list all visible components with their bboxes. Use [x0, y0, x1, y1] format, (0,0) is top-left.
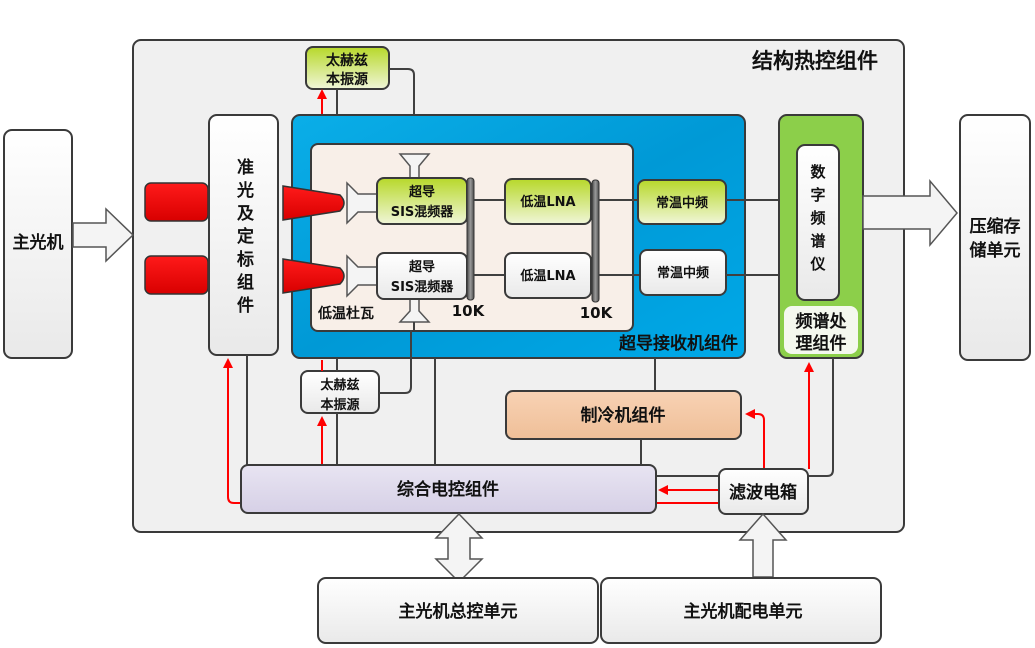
structure-thermal-title: 结构热控组件: [752, 49, 878, 73]
integrated-control-label: 综合电控组件: [397, 479, 499, 500]
storage-line2: 储单元: [970, 240, 1021, 261]
lna-top-label: 低温LNA: [519, 194, 575, 210]
spectrometer-char-3: 谱: [810, 232, 825, 250]
stage-10k-label-1: 10K: [452, 302, 486, 320]
if-stage-top-label: 常温中频: [656, 195, 708, 211]
sis-mixer-top-line1: 超导: [409, 184, 435, 200]
spectrometer-char-2: 频: [810, 209, 825, 227]
integrated-control-assembly[interactable]: [240, 464, 657, 514]
cryocooler-label: 制冷机组件: [581, 405, 666, 426]
power-filter-cryocooler: [745, 409, 765, 469]
if-stage-bottom-label: 常温中频: [657, 265, 709, 281]
dewar-label: 低温杜瓦: [317, 305, 374, 322]
if-stage-top[interactable]: [637, 179, 727, 225]
sc-receiver-label: 超导接收机组件: [619, 333, 738, 354]
horn-bottom: [282, 258, 345, 294]
spectrum-label-bg: [784, 306, 858, 354]
lna-bottom-label: 低温LNA: [519, 268, 575, 284]
collimation-label: 准光及定标组件: [233, 157, 253, 319]
feed-block-top: [144, 182, 209, 222]
sis-mixer-top-line2: SIS混频器: [391, 204, 455, 220]
input-arrow: [72, 207, 135, 263]
stage-10k-bar-2: [591, 179, 600, 303]
wire-spectrum-filter: [808, 358, 834, 477]
master-control-label: 主光机总控单元: [399, 601, 518, 622]
if-stage-bottom[interactable]: [639, 249, 727, 296]
filter-box-label: 滤波电箱: [729, 482, 797, 503]
stage-10k-bar-1: [466, 177, 475, 301]
lo-top-line1: 太赫兹: [326, 52, 368, 69]
feed-block-bottom: [144, 255, 209, 295]
collimation-calibration-box[interactable]: [208, 114, 279, 356]
lo-bottom-line2: 本振源: [320, 397, 359, 413]
lo-top-line2: 本振源: [326, 71, 368, 88]
power-collimation: [223, 358, 241, 504]
main-telescope-label: 主光机: [13, 232, 64, 253]
stage-10k-label-2: 10K: [580, 304, 614, 322]
lna-top[interactable]: [504, 178, 592, 225]
power-distribution-unit[interactable]: [600, 577, 882, 644]
master-control-unit[interactable]: [317, 577, 599, 644]
spectrometer-char-1: 字: [810, 186, 825, 204]
main-telescope-box[interactable]: [3, 129, 73, 359]
lo-bottom-line1: 太赫兹: [319, 377, 359, 393]
cryocooler-assembly[interactable]: [505, 390, 742, 440]
spectrometer-char-4: 仪: [809, 255, 826, 273]
lna-bottom[interactable]: [504, 252, 592, 299]
sis-mixer-bottom-line1: 超导: [409, 259, 435, 275]
lo-top-wire: [389, 68, 415, 155]
sis-mixer-bottom-line2: SIS混频器: [391, 279, 455, 295]
horn-top: [282, 185, 345, 221]
lo-bottom-wire: [379, 330, 412, 394]
spectrum-label-line2: 理组件: [796, 333, 847, 354]
power-distribution-label: 主光机配电单元: [684, 601, 803, 622]
storage-line1: 压缩存: [970, 216, 1021, 237]
spectrometer-char-0: 数: [810, 163, 826, 181]
spectrum-label-line1: 频谱处: [796, 311, 848, 332]
output-arrow: [862, 178, 958, 248]
digital-spectrometer-label: 数 字 频 谱 仪: [809, 163, 826, 273]
digital-spectrometer[interactable]: [796, 144, 840, 301]
compressed-storage-unit[interactable]: [959, 114, 1031, 361]
